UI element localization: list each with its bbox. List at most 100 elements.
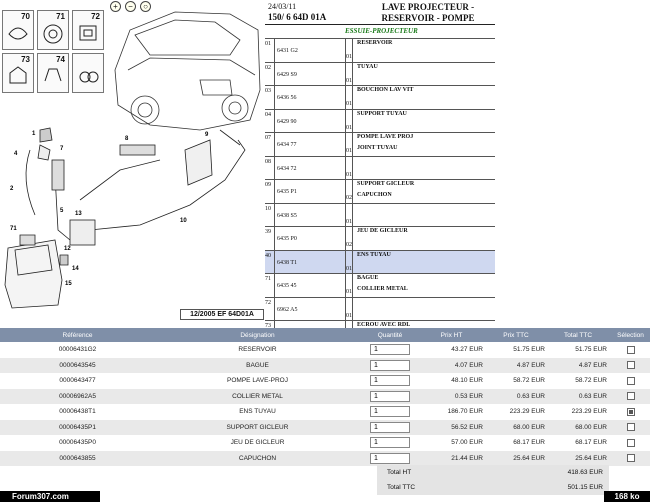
staple-icon (44, 68, 62, 82)
quantity-input[interactable]: 1 (370, 359, 410, 371)
column-header-designation[interactable]: Désignation (240, 331, 275, 339)
catalog-index: 02 (265, 62, 275, 85)
catalog-index: 39 (265, 227, 275, 250)
catalog-index: 01 (265, 39, 275, 62)
quantity-input[interactable]: 1 (370, 421, 410, 433)
order-price-ttc: 51.75 EUR (513, 346, 545, 354)
column-header-price-ht[interactable]: Prix HT (440, 331, 463, 339)
catalog-quantity: 01 (345, 109, 353, 132)
order-quantity-cell: 1 (360, 437, 420, 449)
car-illustration (114, 11, 261, 131)
order-selection-cell (611, 407, 650, 416)
catalog-index: 04 (265, 109, 275, 132)
thumbnail-grid: 70 71 72 73 74 (2, 10, 104, 98)
catalog-designation: SUPPORT GICLEUR (357, 181, 415, 187)
order-total-ttc: 0.63 EUR (578, 392, 607, 400)
total-ttc-value: 501.15 EUR (567, 484, 603, 491)
catalog-group: ESSUIE-PROJECTEUR (345, 27, 418, 35)
callout-label: 71 (10, 226, 17, 232)
catalog-code: 150/ 6 64D 01A (268, 12, 327, 22)
quantity-input[interactable]: 1 (370, 452, 410, 464)
order-price-ttc: 223.29 EUR (509, 408, 545, 416)
order-price-ht: 57.00 EUR (451, 439, 483, 447)
thumbnail-number: 74 (56, 55, 65, 64)
thumbnail[interactable]: 71 (37, 10, 69, 50)
quantity-input[interactable]: 1 (370, 390, 410, 402)
column-header-price-ttc[interactable]: Prix TTC (503, 331, 529, 339)
order-price-ttc: 68.17 EUR (513, 439, 545, 447)
order-quantity-cell: 1 (360, 375, 420, 387)
catalog-quantity: 01 (345, 39, 353, 62)
callout-label: 15 (65, 281, 72, 287)
totals-panel: Total HT 418.63 EUR Total TTC 501.15 EUR (377, 465, 609, 495)
catalog-date: 24/03/11 (268, 2, 297, 11)
thumbnail[interactable] (72, 53, 104, 93)
selection-checkbox[interactable] (626, 454, 635, 463)
quantity-input[interactable]: 1 (370, 437, 410, 449)
catalog-quantity: 01 (345, 297, 353, 320)
column-header-quantity[interactable]: Quantité (377, 331, 403, 339)
order-total-ttc: 25.64 EUR (575, 454, 607, 462)
catalog-quantity: 01 (345, 62, 353, 85)
order-selection-cell (611, 345, 650, 354)
catalog-index: 40 (265, 250, 275, 273)
thumbnail-number: 73 (21, 55, 30, 64)
order-reference: 0000643855 (59, 454, 96, 462)
column-header-reference[interactable]: Référence (62, 331, 93, 339)
order-price-ttc: 68.00 EUR (513, 423, 545, 431)
thumbnail[interactable]: 72 (72, 10, 104, 50)
thumbnail[interactable]: 70 (2, 10, 34, 50)
thumbnail[interactable]: 73 (2, 53, 34, 93)
selection-checkbox[interactable] (626, 345, 635, 354)
callout-label: 1 (32, 131, 36, 137)
selection-checkbox[interactable] (626, 423, 635, 432)
selection-checkbox[interactable] (626, 376, 635, 385)
quantity-input[interactable]: 1 (370, 406, 410, 418)
order-reference: 00006962A5 (59, 392, 96, 400)
order-price-ht: 0.53 EUR (454, 392, 483, 400)
order-price-ttc: 25.64 EUR (513, 454, 545, 462)
selection-checkbox[interactable] (626, 361, 635, 370)
catalog-reference: 6431 G2 (277, 48, 298, 54)
column-header-selection[interactable]: Sélection (617, 331, 644, 339)
callout-label: 7 (60, 146, 64, 152)
zoom-in-icon[interactable]: + (110, 1, 121, 12)
catalog-index: 08 (265, 156, 275, 179)
catalog-quantity: 02 (345, 227, 353, 250)
zoom-reset-icon[interactable]: ○ (140, 1, 151, 12)
catalog-designation: RESERVOIR (357, 40, 393, 46)
total-ht-row: Total HT 418.63 EUR (377, 465, 609, 480)
order-price-ht: 43.27 EUR (451, 346, 483, 354)
order-designation: ENS TUYAU (239, 408, 276, 416)
order-quantity-cell: 1 (360, 421, 420, 433)
catalog-quantity: 01 (345, 86, 353, 109)
quantity-input[interactable]: 1 (370, 375, 410, 387)
order-table-header: Référence Désignation Quantité Prix HT P… (0, 328, 650, 342)
selection-checkbox[interactable] (626, 392, 635, 401)
quantity-input[interactable]: 1 (370, 344, 410, 356)
selection-checkbox[interactable] (626, 438, 635, 447)
thumbnail[interactable]: 74 (37, 53, 69, 93)
zoom-out-icon[interactable]: − (125, 1, 136, 12)
catalog-quantity: 01 (345, 274, 353, 297)
order-reference: 00006438T1 (59, 408, 96, 416)
catalog-index: 07 (265, 133, 275, 156)
selection-checkbox[interactable] (626, 407, 635, 416)
callout-label: 4 (14, 151, 18, 157)
column-header-total-ttc[interactable]: Total TTC (563, 331, 593, 339)
catalog-designation: BAGUE (357, 275, 379, 281)
